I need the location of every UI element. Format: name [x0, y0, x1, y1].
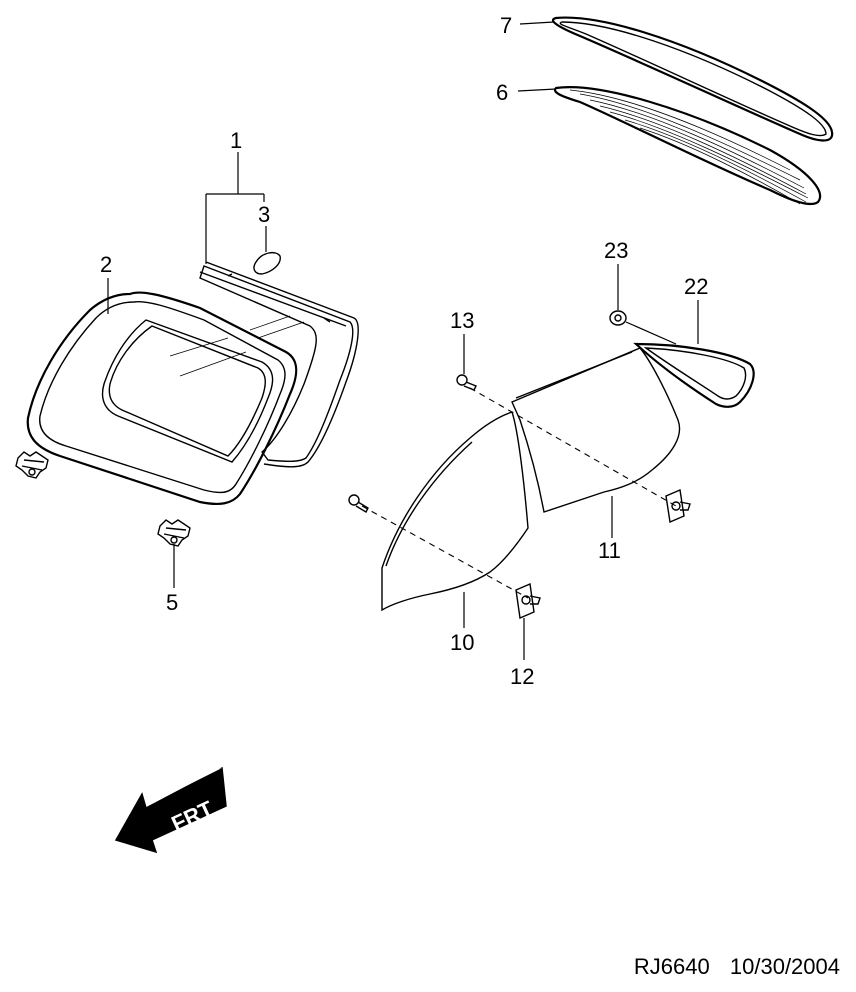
callout-12: 12 [510, 664, 534, 689]
part-22-quarter-glass [633, 342, 755, 408]
assembly-line-front [361, 505, 529, 599]
callout-7: 7 [500, 13, 512, 38]
callout-5: 5 [166, 590, 178, 615]
callout-2: 2 [100, 252, 112, 277]
part-1-windshield [199, 261, 359, 468]
callout-1: 1 [230, 128, 242, 153]
leader-1 [205, 152, 265, 264]
part-5-clip-left [15, 451, 49, 479]
part-7-rear-molding [551, 16, 834, 142]
part-10-front-door-glass [381, 411, 529, 612]
part-12-bracket-rear [665, 489, 691, 523]
drawing-date: 10/30/2004 [729, 954, 840, 979]
callout-13: 13 [450, 308, 474, 333]
drawing-reference: RJ6640 10/30/2004 [634, 954, 840, 980]
assembly-line-rear [469, 387, 677, 507]
part-5-clip-bottom [157, 519, 191, 547]
callout-6: 6 [496, 80, 508, 105]
drawing-code: RJ6640 [633, 954, 710, 979]
part-13-bolt-upper [456, 374, 477, 391]
part-6-rear-glass [553, 86, 822, 206]
part-3-pad [253, 251, 281, 275]
part-2-windshield-molding [26, 291, 298, 505]
callout-10: 10 [450, 630, 474, 655]
callout-23: 23 [604, 238, 628, 263]
front-direction-arrow: FRT [114, 766, 227, 854]
part-11-rear-door-glass [511, 347, 681, 513]
part-23-nut [609, 310, 627, 326]
part-13-bolt-lower [348, 494, 369, 513]
part-12-bracket-front [515, 582, 541, 620]
callout-11: 11 [598, 538, 621, 563]
callout-3: 3 [258, 202, 270, 227]
callout-22: 22 [684, 274, 708, 299]
